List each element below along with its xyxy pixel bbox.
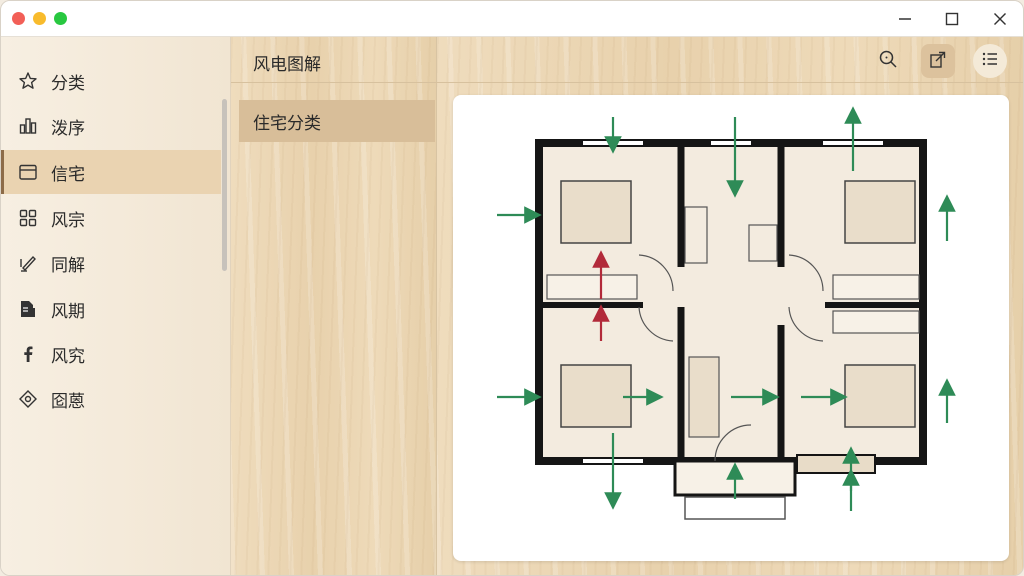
sidebar-item-explain[interactable]: 同解: [1, 241, 221, 285]
content-pane: [437, 37, 1023, 575]
sidebar-item-label: 同解: [51, 255, 85, 276]
pen-icon: [18, 253, 38, 273]
sidebar-item-period[interactable]: 风期: [1, 287, 221, 331]
share-button[interactable]: [921, 44, 955, 78]
sidebar-item-label: 风宗: [51, 210, 85, 231]
minimize-icon[interactable]: [893, 7, 917, 31]
sidebar-scrollbar[interactable]: [222, 99, 227, 271]
category-title: 风电图解: [253, 55, 321, 75]
sidebar: 分类 泼序 信宅 风宗 同解: [1, 37, 231, 575]
floor-plan-card: [453, 95, 1009, 561]
title-bar: [1, 1, 1023, 37]
list-icon: [980, 49, 1000, 73]
zoom-traffic-light[interactable]: [54, 12, 67, 25]
sidebar-item-label: 分类: [51, 73, 85, 94]
search-button[interactable]: [871, 44, 905, 78]
diamond-icon: [18, 389, 38, 409]
sidebar-item-label: 风期: [51, 301, 85, 322]
sidebar-item-label: 风究: [51, 346, 85, 367]
share-icon: [928, 49, 948, 73]
sidebar-item-categories[interactable]: 分类: [1, 59, 221, 103]
sidebar-item-label: 囵蒽: [51, 391, 85, 412]
bar-chart-icon: [18, 116, 38, 136]
search-icon: [878, 49, 898, 73]
content-toolbar: [437, 37, 1023, 83]
list-button[interactable]: [973, 44, 1007, 78]
sidebar-item-residence[interactable]: 信宅: [1, 150, 221, 194]
category-header: 风电图解: [231, 37, 437, 83]
category-item-residence[interactable]: 住宅分类: [239, 100, 435, 142]
close-icon[interactable]: [988, 7, 1012, 31]
document-icon: [18, 299, 38, 319]
sidebar-item-label: 信宅: [51, 164, 85, 185]
star-icon: [18, 71, 38, 91]
category-item-label: 住宅分类: [253, 113, 321, 134]
sidebar-item-research[interactable]: 风究: [1, 332, 221, 376]
sidebar-item-ranking[interactable]: 泼序: [1, 104, 221, 148]
minimize-traffic-light[interactable]: [33, 12, 46, 25]
sidebar-item-label: 泼序: [51, 118, 85, 139]
calendar-icon: [18, 162, 38, 182]
floor-plan-image: [497, 106, 956, 520]
grid-icon: [18, 208, 38, 228]
close-traffic-light[interactable]: [12, 12, 25, 25]
sidebar-item-style[interactable]: 风宗: [1, 196, 221, 240]
maximize-icon[interactable]: [940, 7, 964, 31]
facebook-f-icon: [18, 344, 38, 364]
sidebar-item-misc[interactable]: 囵蒽: [1, 377, 221, 421]
category-column: 风电图解 住宅分类: [231, 37, 437, 575]
